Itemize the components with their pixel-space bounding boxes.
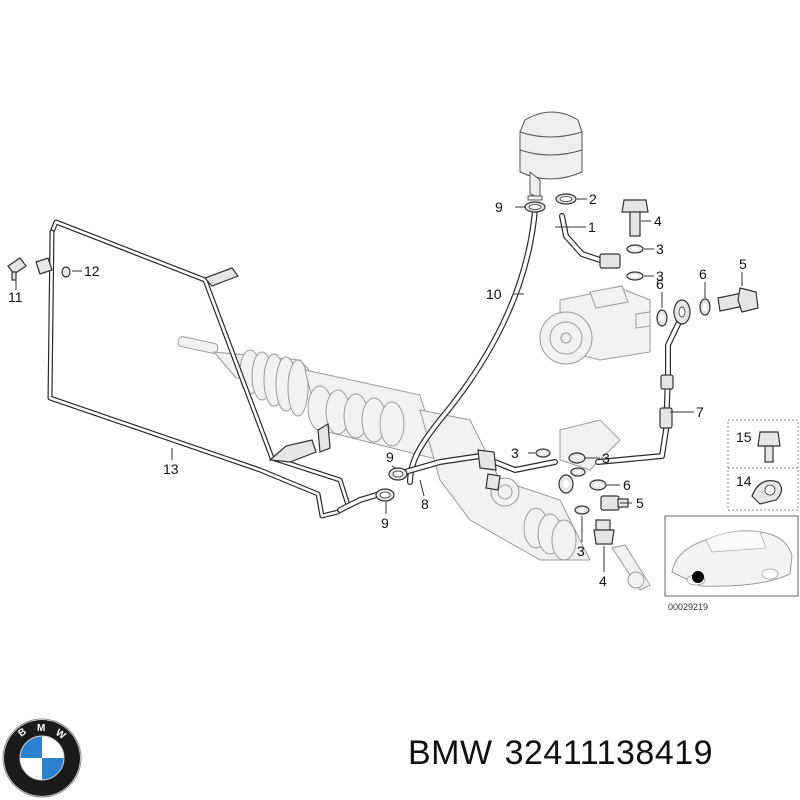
callout-6: 6 <box>656 276 664 292</box>
callout-leaders <box>15 198 743 572</box>
hose-clamp-9-top <box>524 201 546 213</box>
seal-ring-3b <box>626 271 644 281</box>
feed-line-lower <box>337 491 383 513</box>
callout-12: 12 <box>84 263 100 279</box>
catalog-number: 00029219 <box>668 602 709 612</box>
callout-3: 3 <box>656 268 664 284</box>
callout-6: 6 <box>623 477 631 493</box>
grommet-12 <box>61 266 71 278</box>
callout-4: 4 <box>654 213 662 229</box>
callout-3: 3 <box>656 241 664 257</box>
rack-bellows-left <box>239 349 309 417</box>
callout-7: 7 <box>696 404 704 420</box>
fluid-reservoir <box>519 111 583 201</box>
brand-name: BMW <box>408 734 493 772</box>
inset-small-parts: 15 14 <box>727 419 799 511</box>
seal-ring-3c <box>535 448 551 458</box>
holder-11 <box>7 257 27 281</box>
callout-3: 3 <box>602 450 610 466</box>
callout-10: 10 <box>486 286 502 302</box>
callout-11: 11 <box>8 289 23 305</box>
rack-gear-housing <box>307 385 405 447</box>
callout-1: 1 <box>588 219 596 235</box>
pressure-hose <box>595 317 683 465</box>
bmw-logo: B M W <box>2 718 82 798</box>
hose-clamp <box>555 193 577 205</box>
car-silhouette <box>671 530 793 587</box>
callout-5: 5 <box>636 495 644 511</box>
gasket-6a <box>656 309 668 327</box>
rack-bellows-right <box>523 507 577 561</box>
banjo-fitting <box>673 299 691 325</box>
hose-clamp-9-mid <box>388 467 408 481</box>
callout-numbers: 1 2 3 3 3 3 3 4 4 5 5 6 6 6 6 7 8 9 9 9 … <box>8 191 747 589</box>
gasket-6d <box>589 479 607 491</box>
gasket-6c <box>568 452 586 464</box>
callout-13: 13 <box>163 461 179 477</box>
bolt-4-low <box>593 519 615 545</box>
inset-car-location <box>664 515 799 597</box>
bolt-4-top <box>621 199 649 237</box>
hose-fitting-cluster <box>558 474 574 494</box>
hollow-bolt-5-top <box>717 287 759 313</box>
seal-ring-3d <box>570 467 586 477</box>
callout-4: 4 <box>599 573 607 589</box>
support-frame <box>35 219 351 519</box>
return-line <box>402 449 558 491</box>
hose-clamp-9-low <box>375 488 395 502</box>
callout-2: 2 <box>589 191 597 207</box>
callout-5: 5 <box>739 256 747 272</box>
callout-6: 6 <box>699 266 707 282</box>
callout-9: 9 <box>495 199 503 215</box>
return-hose <box>407 207 538 485</box>
logo-quadrant-blue <box>42 758 64 780</box>
callout-15: 15 <box>736 429 752 445</box>
callout-14: 14 <box>736 473 752 489</box>
logo-letter-m: M <box>37 723 45 734</box>
part-number: 32411138419 <box>504 734 714 772</box>
bolt-15 <box>757 431 781 447</box>
callout-9: 9 <box>381 515 389 531</box>
seal-ring-3a <box>626 244 644 254</box>
callout-3: 3 <box>577 543 585 559</box>
clip-14 <box>751 480 783 505</box>
seal-ring-3e <box>574 505 590 515</box>
callout-9: 9 <box>386 449 394 465</box>
brand-part-number-line: BMW 32411138419 <box>408 734 725 773</box>
steering-rack <box>177 336 651 591</box>
suction-hose <box>559 213 621 269</box>
gasket-6b <box>699 298 711 316</box>
callout-8: 8 <box>421 496 429 512</box>
location-marker <box>692 571 704 583</box>
logo-quadrant-blue <box>20 736 42 758</box>
steering-pump <box>539 285 651 365</box>
callout-3: 3 <box>511 445 519 461</box>
